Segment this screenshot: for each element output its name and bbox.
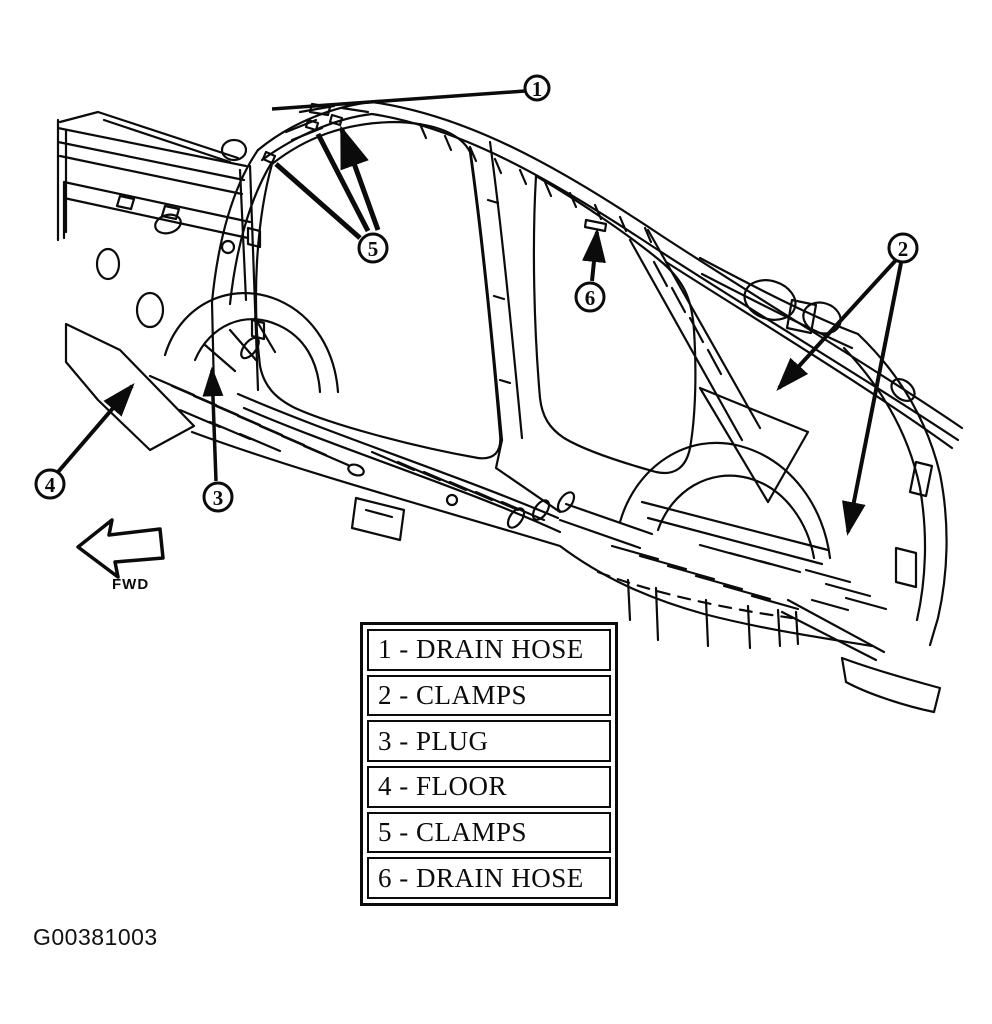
- legend-row-4: 4 - FLOOR: [367, 766, 611, 808]
- callout-2-marker: 2: [887, 232, 919, 264]
- rear-panel: [780, 332, 948, 714]
- front-structure: [56, 110, 340, 452]
- car-body-outline: [56, 100, 964, 714]
- rear-door-opening: [532, 174, 697, 475]
- callout-5-number: 5: [368, 237, 379, 261]
- callout-3-number: 3: [213, 486, 224, 510]
- drain-hose-end: [583, 218, 608, 233]
- rear-wheelhouse: [618, 441, 832, 566]
- callout-3-marker: 3: [202, 481, 234, 513]
- drain-hose-texture: [418, 122, 653, 244]
- legend-text-6: 6 - DRAIN HOSE: [378, 862, 584, 893]
- callout-markers: 1 2 3 4 5 6: [34, 74, 919, 513]
- a-pillar: [210, 148, 274, 306]
- callout-5-arrows: [274, 130, 378, 240]
- callout-5-marker: 5: [357, 232, 389, 264]
- fwd-arrow-icon: [76, 518, 165, 579]
- roof-rail: [256, 100, 964, 450]
- callout-4-number: 4: [45, 473, 56, 497]
- legend-row-6: 6 - DRAIN HOSE: [367, 857, 611, 900]
- legend-row-3: 3 - PLUG: [367, 720, 611, 763]
- callout-6-marker: 6: [574, 281, 606, 313]
- legend-text-2: 2 - CLAMPS: [378, 680, 528, 710]
- callout-2-number: 2: [898, 237, 909, 261]
- callout-leaders: [56, 91, 903, 536]
- legend-row-2: 2 - CLAMPS: [367, 674, 611, 717]
- floor-hatching: [148, 374, 888, 612]
- front-door-opening: [254, 120, 502, 460]
- callout-3-arrow: [202, 366, 224, 482]
- legend-text-4: 4 - FLOOR: [378, 771, 508, 802]
- callout-1-number: 1: [532, 77, 543, 101]
- legend-text-3: 3 - PLUG: [378, 725, 489, 756]
- b-pillar: [350, 140, 562, 542]
- callout-4-arrow: [56, 382, 135, 474]
- legend-table: 1 - DRAIN HOSE 2 - CLAMPS 3 - PLUG 4 - F…: [360, 622, 618, 906]
- callout-2-arrow-a: [776, 258, 898, 391]
- callout-1-marker: 1: [523, 74, 551, 102]
- callout-6-arrow: [582, 228, 606, 282]
- fwd-label: FWD: [112, 576, 149, 593]
- callout-6-number: 6: [585, 286, 596, 310]
- figure-code: G00381003: [33, 924, 158, 950]
- legend-text-5: 5 - CLAMPS: [378, 817, 528, 848]
- legend-row-1: 1 - DRAIN HOSE: [367, 629, 611, 671]
- callout-4-marker: 4: [34, 468, 66, 500]
- callout-2-arrow-b: [842, 262, 903, 536]
- legend-text-1: 1 - DRAIN HOSE: [378, 634, 584, 665]
- fwd-indicator: FWD: [76, 518, 165, 593]
- floor-structure: [190, 392, 874, 650]
- legend-row-5: 5 - CLAMPS: [367, 811, 611, 854]
- c-pillar: [628, 228, 762, 442]
